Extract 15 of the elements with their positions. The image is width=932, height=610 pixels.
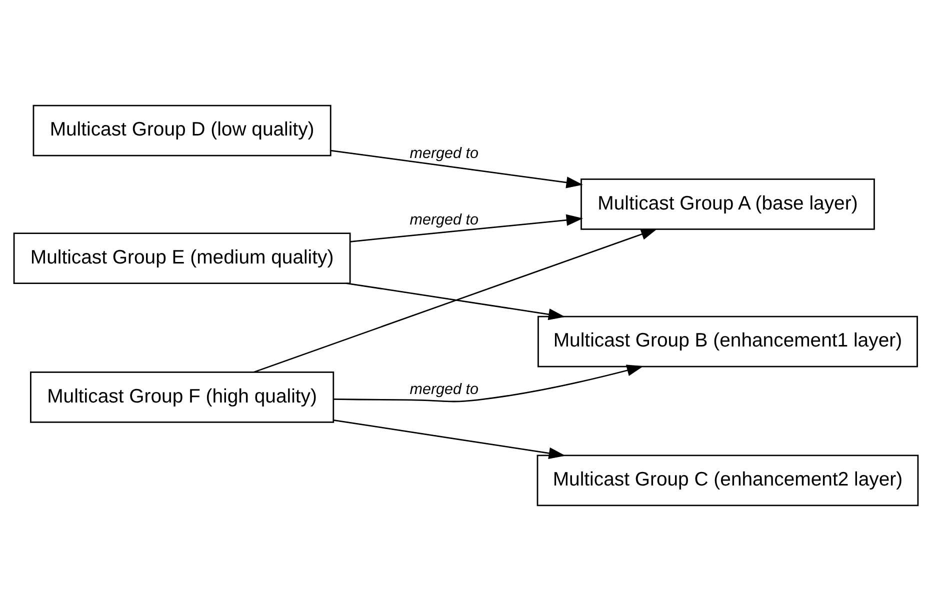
arrow bbox=[334, 364, 644, 402]
arrow bbox=[350, 214, 584, 242]
arrow bbox=[333, 418, 566, 459]
node-box: Multicast Group D (low quality) bbox=[32, 104, 332, 156]
node-box: Multicast Group B (enhancement1 layer) bbox=[538, 315, 918, 367]
node-box: Multicast Group C (enhancement2 layer) bbox=[536, 454, 919, 506]
arrow bbox=[254, 228, 658, 372]
edge-label: merged to bbox=[410, 144, 478, 162]
edge-label: merged to bbox=[410, 380, 478, 398]
node-box: Multicast Group F (high quality) bbox=[30, 370, 334, 422]
arrow bbox=[330, 149, 583, 188]
edge-label: merged to bbox=[410, 211, 478, 228]
node-box: Multicast Group E (medium quality) bbox=[13, 232, 351, 284]
arrow bbox=[346, 282, 566, 320]
node-box: Multicast Group A (base layer) bbox=[580, 178, 875, 230]
